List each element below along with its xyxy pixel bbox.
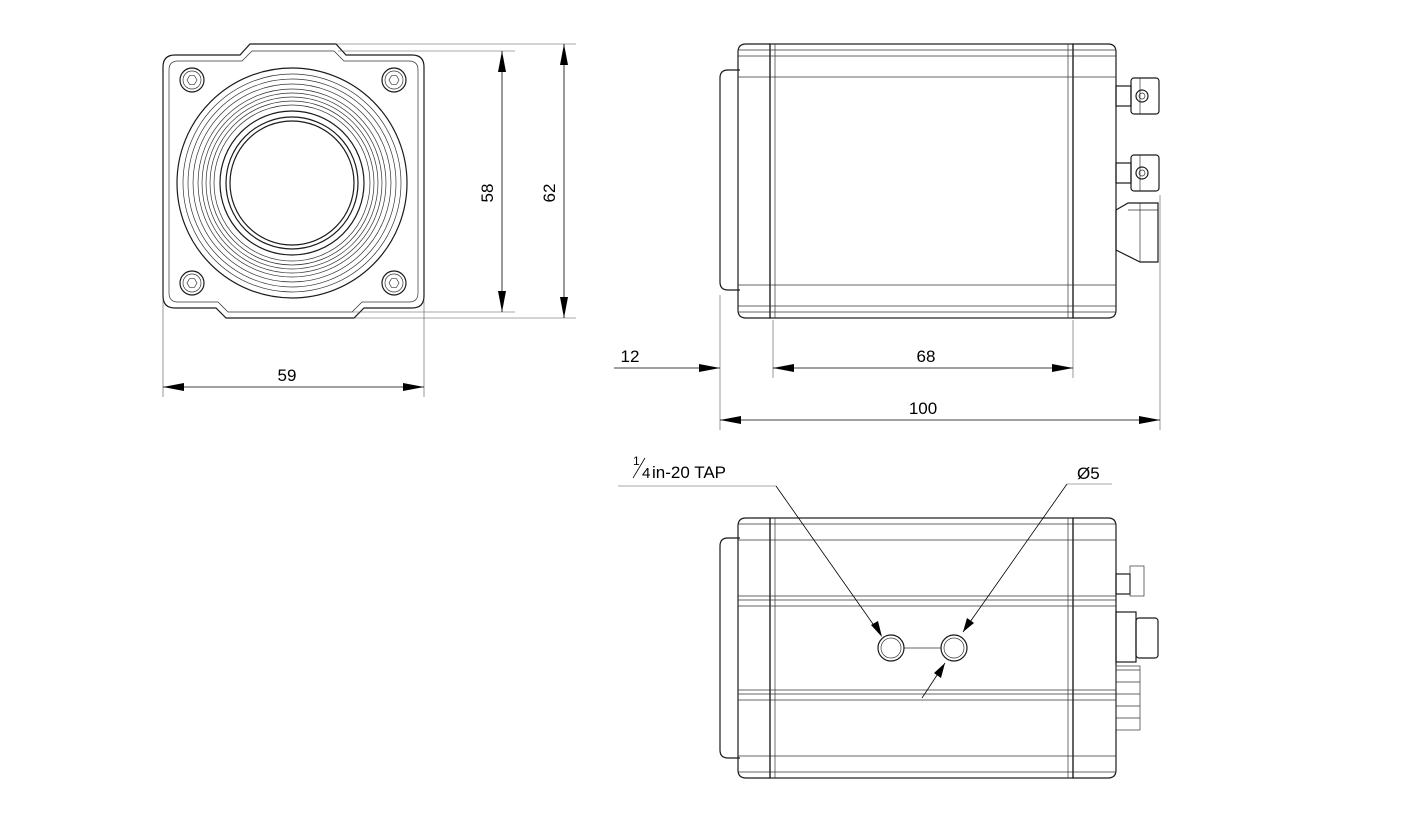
dimension-label-12: 12 (621, 347, 640, 366)
screw-bottom-left-icon (179, 270, 205, 296)
lens-mount (176, 67, 408, 299)
tap-callout: 1 4 in-20 TAP (618, 454, 882, 637)
bnc-connector-bottom-icon (1115, 154, 1160, 192)
dimension-100: 100 (720, 399, 1160, 424)
dimension-label-58: 58 (478, 184, 497, 203)
tap-fraction-numerator: 1 (633, 454, 640, 468)
front-view: 58 62 59 (162, 43, 576, 397)
screw-top-right-icon (381, 67, 407, 93)
dimension-59: 59 (163, 366, 424, 391)
tap-fraction-denominator: 4 (642, 465, 650, 482)
pin-hole-icon (940, 634, 968, 662)
power-connector-icon (1115, 202, 1159, 263)
diameter-callout: Ø5 (921, 464, 1112, 699)
diameter-label: Ø5 (1077, 464, 1100, 483)
dimension-68: 68 (773, 347, 1073, 372)
screw-bottom-right-icon (381, 270, 407, 296)
bnc-connector-top-icon (1115, 77, 1160, 115)
tap-label: in-20 TAP (652, 463, 726, 482)
tripod-tap-hole-icon (877, 634, 905, 662)
screw-top-left-icon (179, 67, 205, 93)
dimension-58: 58 (478, 51, 506, 312)
rear-connectors-icon (1115, 565, 1159, 731)
bottom-view: 1 4 in-20 TAP Ø5 (618, 454, 1159, 779)
dimension-62: 62 (540, 44, 568, 318)
side-view: 12 68 100 (614, 43, 1161, 430)
dimension-label-59: 59 (278, 366, 297, 385)
dimension-label-62: 62 (540, 184, 559, 203)
dimension-label-100: 100 (909, 399, 937, 418)
dimension-label-68: 68 (917, 347, 936, 366)
dimension-12: 12 (614, 347, 794, 372)
